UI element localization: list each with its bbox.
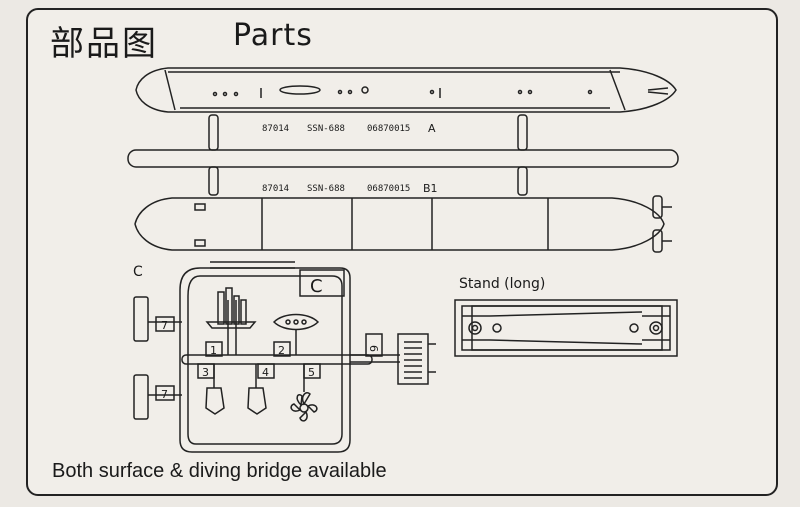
hull-lower-part: [134, 195, 672, 253]
part-7-slab-bottom: [133, 374, 149, 420]
sprue-c-frame-label: C: [310, 276, 323, 297]
part-number-1: 1: [210, 344, 217, 357]
stand-label: Stand (long): [459, 276, 545, 292]
part-number-box: [155, 316, 175, 332]
runner-bar: [127, 149, 679, 168]
sprue-c-frame: [148, 261, 400, 453]
part-4-rudder: [247, 364, 267, 415]
sprue-b1-letter: B1: [423, 182, 438, 195]
part-number-box: [205, 341, 223, 357]
part-number-box: [365, 333, 383, 357]
sprue-c-outer-label: C: [133, 264, 143, 280]
sprue-a-letter: A: [428, 122, 436, 135]
part-1-mast: [205, 287, 257, 329]
sprue-b1-code-2: SSN-688: [307, 184, 345, 194]
part-number-box: [303, 363, 321, 379]
part-number-box: [197, 363, 215, 379]
part-number-box: [155, 385, 175, 401]
part-number-7-top: 7: [161, 319, 168, 332]
sprue-b1-code-3: 06870015: [367, 184, 410, 194]
part-6-emblem-plate: [397, 333, 436, 385]
sprue-gate: [517, 166, 528, 196]
part-number-box: [257, 363, 275, 379]
sprue-a-code-2: SSN-688: [307, 124, 345, 134]
sprue-gate: [517, 114, 528, 151]
hull-upper-part: [135, 67, 677, 113]
part-2-sail: [272, 313, 320, 355]
sprue-a-code: 87014 SSN-688 06870015 A: [262, 122, 436, 135]
part-7-slab-top: [133, 296, 149, 342]
sprue-b1-code-1: 87014: [262, 184, 289, 194]
part-number-box: [273, 341, 291, 357]
part-number-5: 5: [308, 366, 315, 379]
part-number-2: 2: [278, 344, 285, 357]
sprue-a-code-1: 87014: [262, 124, 289, 134]
stand-long-part: [454, 299, 678, 357]
part-number-4: 4: [262, 366, 269, 379]
part-number-3: 3: [202, 366, 209, 379]
part-number-7-bottom: 7: [161, 388, 168, 401]
sprue-c-tag: [299, 269, 345, 297]
sprue-b1-code: 87014 SSN-688 06870015 B1: [262, 182, 438, 195]
title-english: Parts: [233, 18, 313, 53]
part-number-6: 6: [367, 345, 380, 352]
sprue-a-code-3: 06870015: [367, 124, 410, 134]
footer-note: Both surface & diving bridge available: [52, 460, 387, 482]
sprue-gate: [208, 166, 219, 196]
sprue-gate: [208, 114, 219, 151]
title-chinese: 部品图: [50, 24, 158, 64]
